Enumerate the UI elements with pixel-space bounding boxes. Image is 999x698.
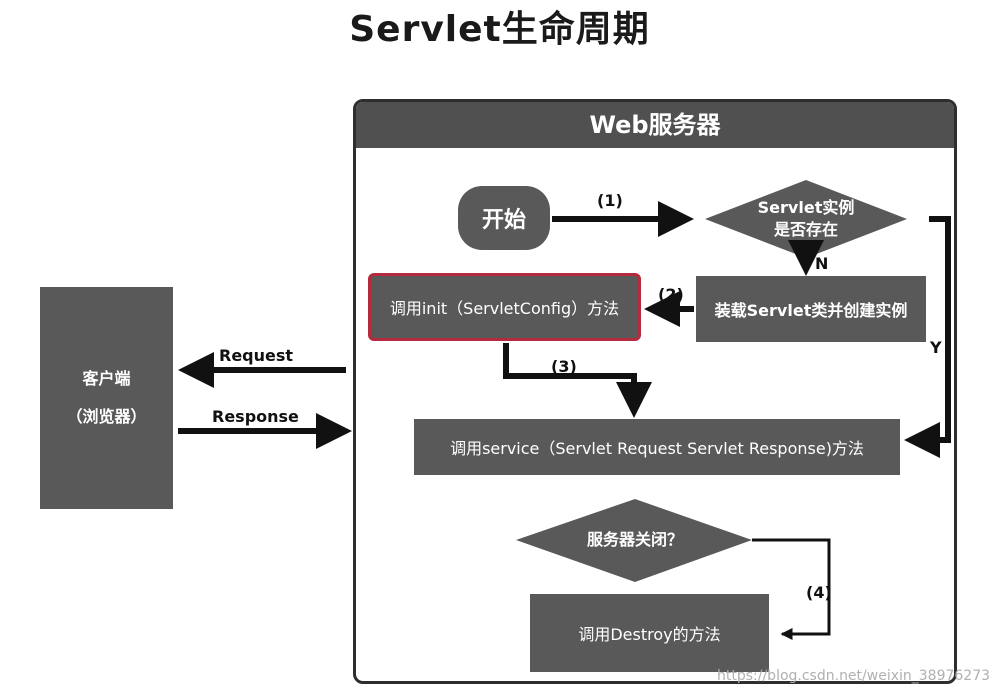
call-service-box: 调用service（Servlet Request Servlet Respon…: [414, 419, 900, 475]
check-instance-line1: Servlet实例: [757, 198, 855, 217]
web-server-container: Web服务器: [353, 99, 957, 684]
call-destroy-box: 调用Destroy的方法: [530, 594, 769, 672]
response-label: Response: [212, 407, 299, 426]
request-label: Request: [219, 346, 294, 365]
start-node: 开始: [458, 186, 550, 250]
check-instance-label: Servlet实例 是否存在: [726, 197, 886, 241]
watermark-url: https://blog.csdn.net/weixin_38976273: [717, 668, 991, 684]
step-2-label: (2): [658, 285, 684, 304]
server-closed-label: 服务器关闭？: [586, 530, 683, 549]
step-1-label: (1): [597, 191, 623, 210]
web-server-header: Web服务器: [356, 102, 954, 148]
load-servlet-class-box: 装载Servlet类并创建实例: [696, 276, 926, 342]
arrow-check-to-service: [904, 216, 951, 458]
arrow-closed-to-destroy: [752, 538, 831, 640]
browser-label: （浏览器）: [66, 407, 147, 426]
call-init-box: 调用init（ServletConfig）方法: [368, 273, 641, 341]
client-label: 客户端: [82, 369, 131, 388]
yes-label: Y: [930, 338, 942, 357]
step-4-label: (4): [806, 583, 832, 602]
server-closed-decision: [516, 499, 752, 582]
check-instance-line2: 是否存在: [773, 220, 838, 239]
no-label: N: [815, 254, 829, 273]
client-browser-box: 客户端 （浏览器）: [40, 287, 173, 509]
arrow-init-to-service: [503, 343, 652, 418]
diagram-title: Servlet生命周期: [349, 9, 650, 50]
step-3-label: (3): [551, 357, 577, 376]
servlet-instance-exists-decision: [705, 180, 907, 258]
